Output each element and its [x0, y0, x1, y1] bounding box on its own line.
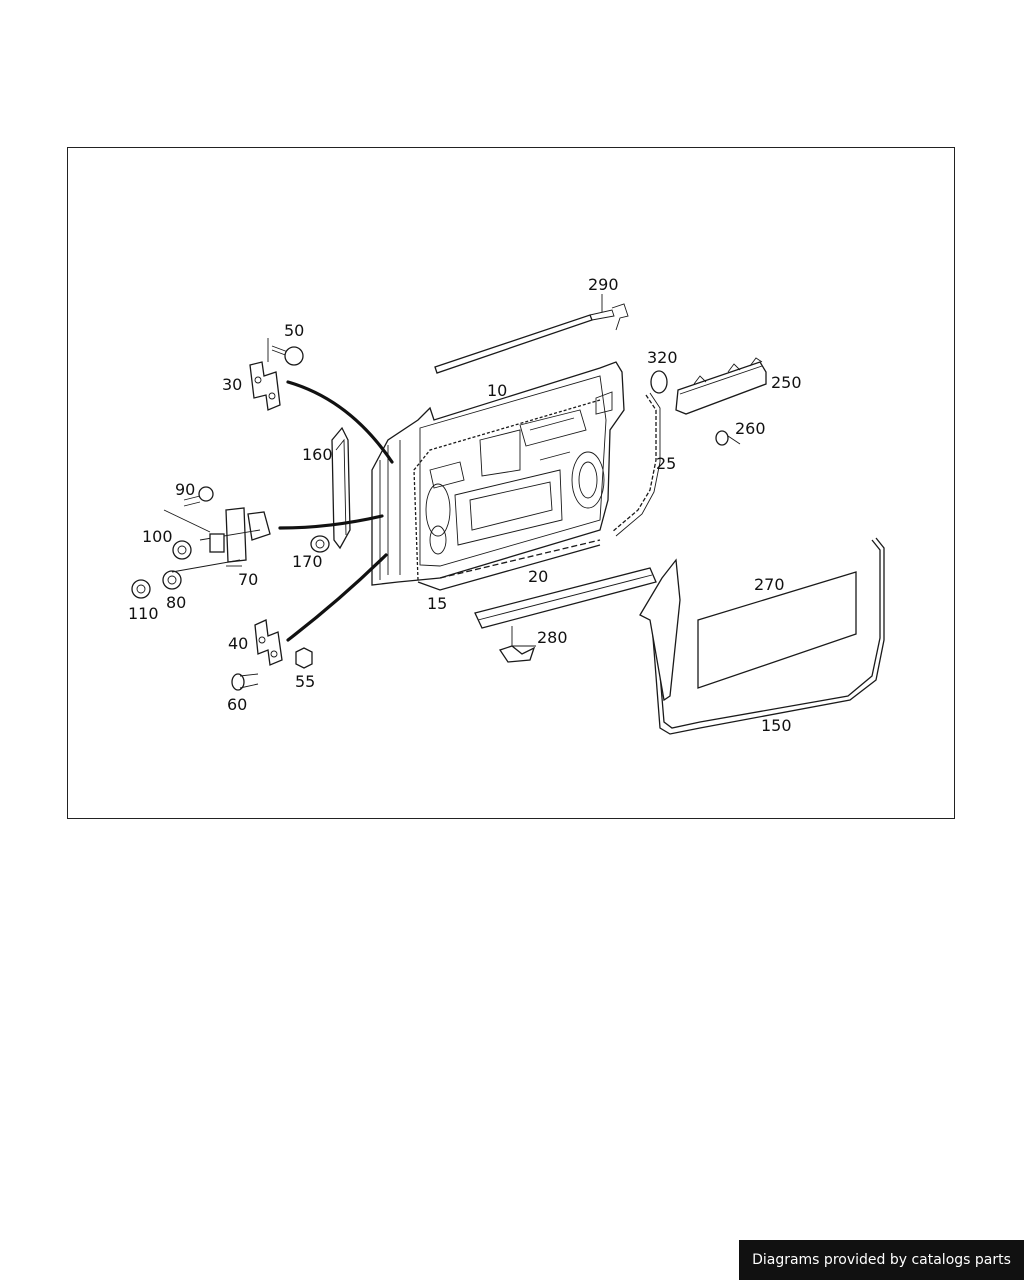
- part-280-sill-strip[interactable]: [474, 567, 657, 663]
- callout-320: 320: [647, 348, 678, 367]
- part-260-grommet[interactable]: [715, 430, 729, 446]
- credit-footer: Diagrams provided by catalogs parts: [739, 1240, 1024, 1280]
- part-20-lower-seal[interactable]: [439, 539, 601, 579]
- part-290-belt-strip[interactable]: [434, 303, 629, 374]
- callout-60: 60: [227, 695, 247, 714]
- callout-90: 90: [175, 480, 195, 499]
- callout-170: 170: [292, 552, 323, 571]
- callout-50: 50: [284, 321, 304, 340]
- callout-110: 110: [128, 604, 159, 623]
- callout-100: 100: [142, 527, 173, 546]
- callout-150: 150: [761, 716, 792, 735]
- part-25-rear-seal[interactable]: [611, 392, 661, 537]
- part-100-nut[interactable]: [172, 540, 192, 560]
- callout-70: 70: [238, 570, 258, 589]
- arrow-lower-hinge: [286, 553, 388, 642]
- callout-15: 15: [427, 594, 447, 613]
- part-170-plug[interactable]: [310, 535, 330, 553]
- part-150-outer-seal[interactable]: [639, 537, 885, 735]
- callout-25: 25: [656, 454, 676, 473]
- part-30-upper-hinge[interactable]: [249, 361, 281, 411]
- part-250-door-handle[interactable]: [675, 357, 767, 415]
- callout-290: 290: [588, 275, 619, 294]
- part-110-cap-nut[interactable]: [131, 579, 151, 599]
- part-40-lower-hinge[interactable]: [254, 619, 283, 666]
- callout-250: 250: [771, 373, 802, 392]
- part-160-front-seal[interactable]: [331, 426, 351, 550]
- callout-80: 80: [166, 593, 186, 612]
- callout-260: 260: [735, 419, 766, 438]
- callout-40: 40: [228, 634, 248, 653]
- callout-55: 55: [295, 672, 315, 691]
- part-90-bolt[interactable]: [183, 486, 214, 507]
- arrow-door-check: [278, 514, 384, 530]
- part-15-inner-seal[interactable]: [413, 399, 601, 591]
- callout-280: 280: [537, 628, 568, 647]
- callout-270: 270: [754, 575, 785, 594]
- callout-20: 20: [528, 567, 548, 586]
- part-10-door-shell[interactable]: [371, 361, 625, 586]
- arrow-upper-hinge: [286, 380, 394, 464]
- part-55-hinge-nut[interactable]: [295, 647, 313, 669]
- leader-lines: [163, 294, 741, 647]
- part-270-insulation[interactable]: [697, 571, 857, 689]
- part-50-hinge-bolt[interactable]: [271, 345, 304, 366]
- part-60-hinge-bolt[interactable]: [231, 673, 259, 691]
- part-80-nut[interactable]: [162, 570, 182, 590]
- callout-160: 160: [302, 445, 333, 464]
- callout-10: 10: [487, 381, 507, 400]
- callout-30: 30: [222, 375, 242, 394]
- part-70-door-check[interactable]: [199, 507, 271, 563]
- part-320-cover[interactable]: [650, 370, 668, 394]
